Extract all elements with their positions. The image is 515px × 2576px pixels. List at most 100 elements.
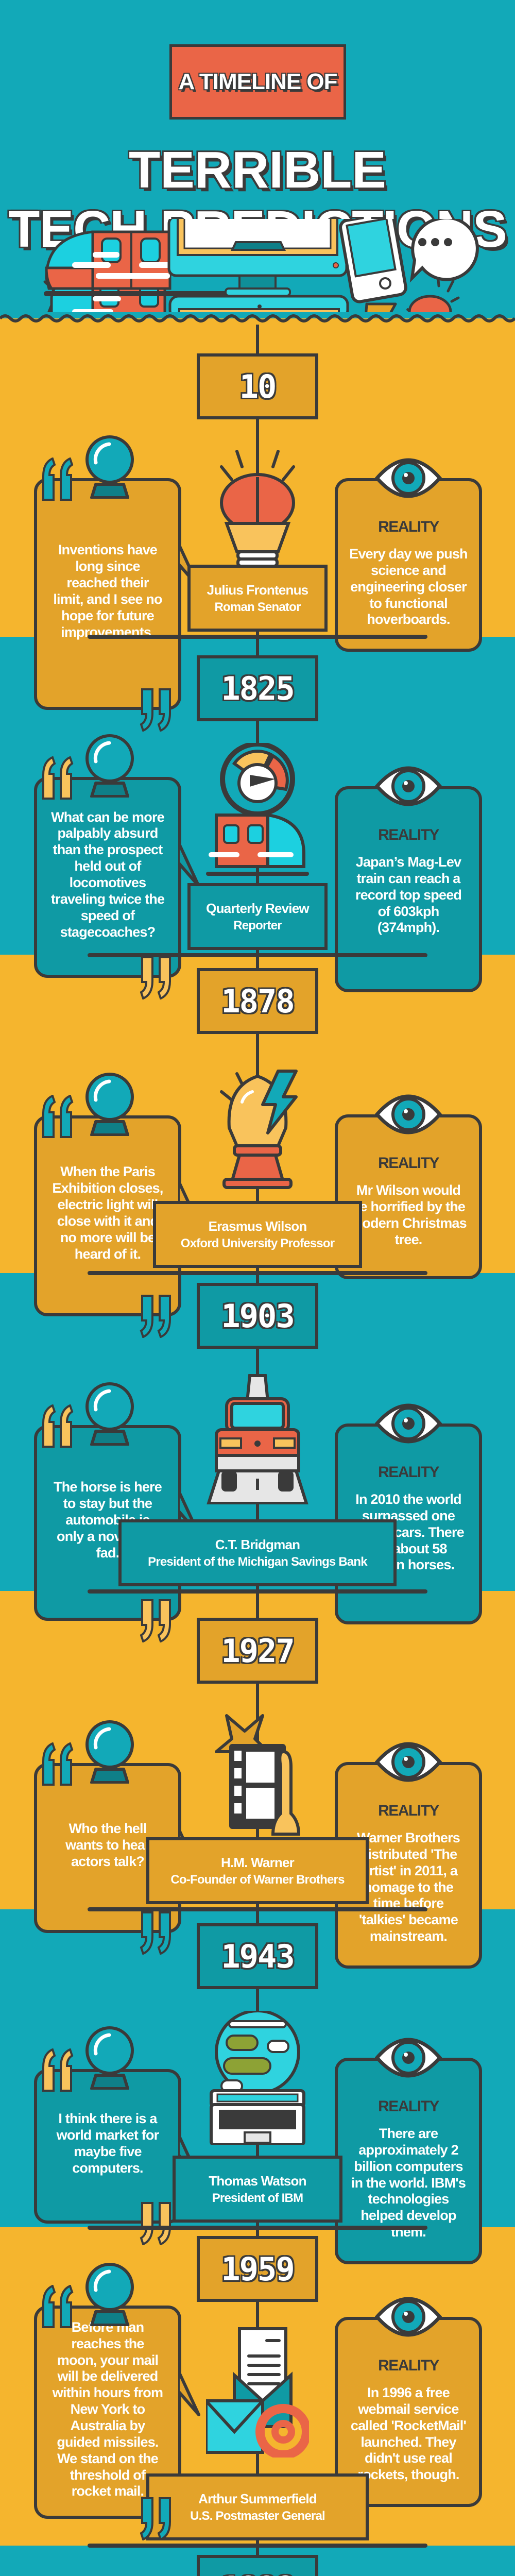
eye-icon (375, 2038, 442, 2078)
prediction-quote-bubble: I think there is a world market for mayb… (34, 2069, 200, 2224)
prediction-quote-text: I think there is a world market for mayb… (56, 2111, 160, 2176)
crystal-ball-icon (85, 734, 134, 798)
person-role: Oxford University Professor (180, 1236, 335, 1250)
person-name: Quarterly Review (206, 900, 309, 916)
reality-label: REALITY (378, 518, 439, 535)
close-quote-icon (140, 688, 171, 732)
person-name: Thomas Watson (209, 2173, 306, 2189)
reality-text: In 1996 a free webmail service called 'R… (350, 2385, 467, 2483)
car-road-icon (207, 1374, 308, 1504)
year-box: 1943 (197, 1923, 318, 1989)
prediction-quote-bubble: Inventions have long since reached their… (34, 478, 200, 710)
person-role: Roman Senator (214, 600, 301, 614)
person-box: C.T. Bridgman President of the Michigan … (118, 1519, 397, 1586)
timeline-divider (88, 2226, 427, 2230)
wave-divider (0, 312, 515, 325)
section-1943: 1943 I think there is a world market for… (0, 1909, 515, 2265)
section-1878: 1878 When the Paris Exhibition closes, e… (0, 955, 515, 1338)
smartphone-icon (339, 219, 407, 303)
person-name: Arthur Summerfield (198, 2490, 317, 2506)
year-box: 1927 (197, 1618, 318, 1684)
laptop-globe-icon (210, 2011, 305, 2145)
prediction-quote-text: What can be more palpably absurd than th… (50, 809, 165, 940)
reality-text: Japan’s Mag-Lev train can reach a record… (355, 854, 462, 936)
eye-icon (375, 458, 442, 498)
close-quote-icon (140, 1599, 171, 1642)
crystal-ball-icon (85, 2263, 134, 2326)
prediction-quote-text: When the Paris Exhibition closes, electr… (52, 1164, 163, 1262)
reality-text: There are approximately 2 billion comput… (351, 2126, 466, 2240)
year-label: 1927 (221, 1632, 295, 1670)
person-role: Reporter (233, 918, 282, 933)
year-label: 1998 (221, 2569, 295, 2576)
section-1903: 1903 The horse is here to stay but the a… (0, 1273, 515, 1642)
person-box: Thomas Watson President of IBM (173, 2156, 342, 2223)
crystal-ball-icon (85, 1720, 134, 1784)
reality-text: Warner Brothers distributed 'The Artist'… (356, 1830, 460, 1944)
speedometer-train-icon (206, 743, 309, 876)
year-label: 1825 (221, 669, 295, 707)
desktop-monitor-icon (167, 219, 348, 297)
person-box: Erasmus Wilson Oxford University Profess… (153, 1201, 362, 1268)
crystal-ball-icon (85, 2026, 134, 2090)
envelope-at-icon (206, 2327, 309, 2458)
close-quote-icon (140, 1911, 171, 1955)
timeline-divider (88, 953, 427, 957)
reality-text: Every day we push science and engineerin… (349, 546, 468, 628)
year-label: 10 (239, 367, 277, 405)
eye-icon (375, 1094, 442, 1134)
person-role: U.S. Postmaster General (190, 2509, 325, 2523)
eye-icon (375, 1403, 442, 1444)
bullet-train-icon (44, 230, 229, 296)
crystal-ball-icon (85, 1073, 134, 1136)
person-role: Co-Founder of Warner Brothers (170, 1872, 345, 1887)
timeline-divider (88, 1907, 427, 1911)
timeline-divider (88, 1589, 427, 1594)
open-quote-icon (42, 756, 74, 800)
year-label: 1903 (221, 1297, 295, 1335)
bubble-tail-icon (178, 2370, 200, 2416)
year-label: 1959 (221, 2250, 295, 2288)
title-plate: A TIMELINE OF (169, 44, 346, 120)
open-quote-icon (42, 1095, 74, 1138)
year-box: 1903 (197, 1283, 318, 1349)
close-quote-icon (140, 1295, 171, 1338)
timeline-divider (88, 635, 427, 639)
section-1959: 1959 Before man reaches the moon, your m… (0, 2227, 515, 2548)
eye-icon (375, 766, 442, 806)
timeline-divider (88, 1271, 427, 1275)
prediction-quote-bubble: What can be more palpably absurd than th… (34, 777, 200, 978)
eye-icon (375, 1742, 442, 1782)
section-10: 10 Inventions have long since reached th… (0, 318, 515, 732)
hero-scene-lower (44, 219, 479, 303)
crystal-ball-base-icon (230, 241, 286, 251)
close-quote-icon (140, 956, 171, 999)
reality-text: Mr Wilson would be horrified by the mode… (350, 1182, 467, 1247)
person-name: C.T. Bridgman (215, 1536, 300, 1552)
eye-icon (375, 2297, 442, 2337)
close-quote-icon (140, 2497, 171, 2540)
year-box: 1825 (197, 655, 318, 721)
reality-label: REALITY (378, 826, 439, 843)
reality-label: REALITY (378, 1155, 439, 1172)
person-name: Erasmus Wilson (208, 1218, 307, 1234)
prediction-quote-bubble: When the Paris Exhibition closes, electr… (34, 1115, 200, 1316)
brain-lightbulb-icon (220, 450, 295, 575)
prediction-quote-text: Before man reaches the moon, your mail w… (52, 2319, 163, 2499)
person-box: Julius Frontenus Roman Senator (187, 565, 328, 632)
section-1998: 1998 By 2005 or so, it will become clear… (0, 2546, 515, 2576)
prediction-quote-text: Inventions have long since reached their… (53, 542, 162, 640)
year-box: 10 (197, 353, 318, 419)
lightbulb-lightning-icon (220, 1056, 298, 1189)
year-label: 1943 (221, 1937, 295, 1975)
reality-label: REALITY (378, 1464, 439, 1481)
film-star-oscar-icon (215, 1714, 301, 1836)
open-quote-icon (42, 1404, 74, 1448)
speech-bubble-icon (409, 219, 479, 283)
crystal-ball-icon (85, 435, 134, 499)
open-quote-icon (42, 2048, 74, 2092)
year-label: 1878 (221, 982, 295, 1020)
reality-label: REALITY (378, 2357, 439, 2374)
reality-label: REALITY (378, 1802, 439, 1819)
person-role: President of IBM (212, 2191, 303, 2205)
